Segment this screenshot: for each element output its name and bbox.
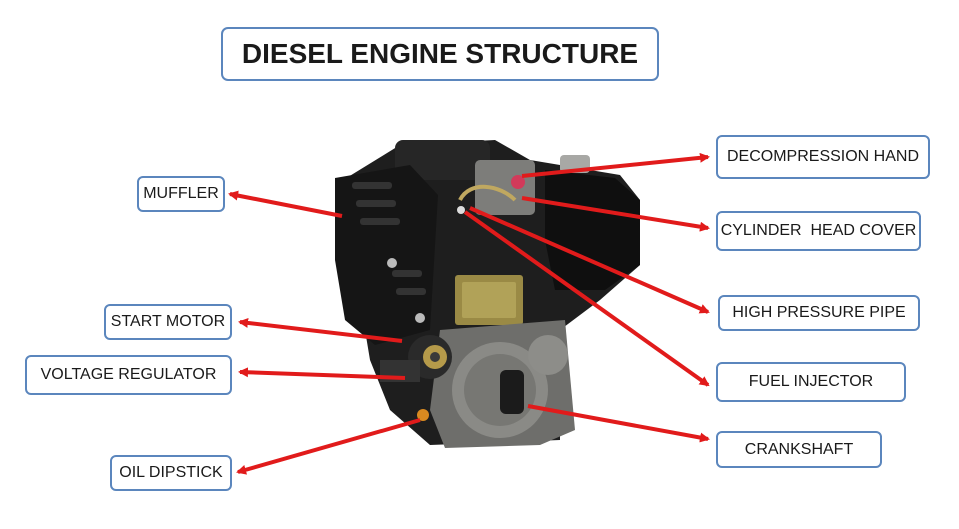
label-high-pressure-pipe: HIGH PRESSURE PIPE	[718, 295, 920, 331]
arrow-voltage-regulator	[238, 367, 406, 380]
arrow-crankshaft	[527, 404, 710, 443]
arrow-high-pressure-pipe	[469, 206, 710, 314]
arrow-oil-dipstick	[236, 418, 421, 475]
engine-body	[335, 140, 640, 448]
arrow-decompression-hand	[521, 152, 710, 178]
arrow-muffler	[228, 190, 343, 218]
diagram-title: DIESEL ENGINE STRUCTURE	[221, 27, 659, 81]
label-crankshaft: CRANKSHAFT	[716, 431, 882, 468]
arrow-cylinder-head-cover	[521, 196, 710, 232]
label-fuel-injector: FUEL INJECTOR	[716, 362, 906, 402]
label-oil-dipstick: OIL DIPSTICK	[110, 455, 232, 491]
arrow-fuel-injector	[463, 210, 710, 387]
label-cylinder-head-cover: CYLINDER HEAD COVER	[716, 211, 921, 251]
label-muffler: MUFFLER	[137, 176, 225, 212]
label-decompression-hand: DECOMPRESSION HAND	[716, 135, 930, 179]
label-start-motor: START MOTOR	[104, 304, 232, 340]
label-voltage-regulator: VOLTAGE REGULATOR	[25, 355, 232, 395]
arrow-start-motor	[238, 317, 403, 343]
